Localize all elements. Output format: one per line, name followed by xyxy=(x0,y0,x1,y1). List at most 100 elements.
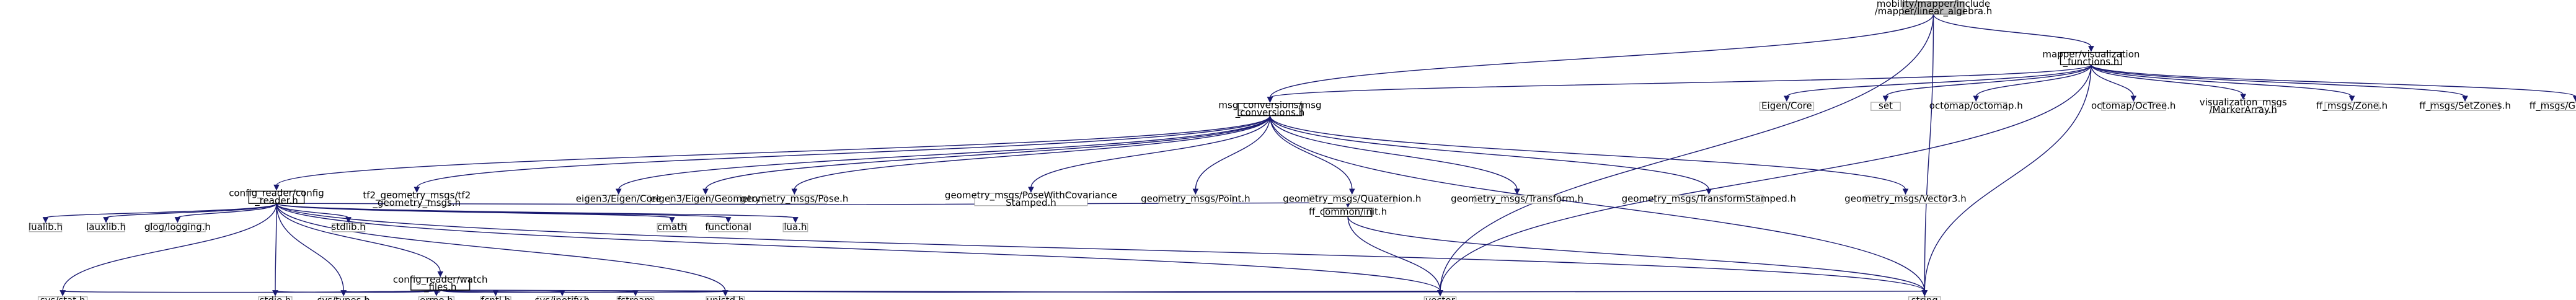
edge-watch-to-unistd xyxy=(440,289,726,293)
node-box-zone xyxy=(2324,102,2379,111)
node-functional: functional xyxy=(705,221,751,232)
node-label-marker-line2: /MarkerArray.h xyxy=(2209,104,2277,115)
edge-vis-to-octree xyxy=(2091,64,2134,97)
node-box-cfg[interactable] xyxy=(248,190,305,204)
node-getzones: ff_msgs/GetZones.h xyxy=(2530,100,2576,112)
node-box-cmath xyxy=(657,223,688,232)
edge-vis-to-setzones xyxy=(2091,64,2466,97)
node-box-vector xyxy=(1423,296,1457,300)
node-box-functional xyxy=(708,223,749,232)
node-vis[interactable]: mapper/visualization_functions.h xyxy=(2042,49,2140,68)
edge-cfg-to-glog xyxy=(177,203,277,219)
node-ffinit[interactable]: ff_common/init.h xyxy=(1309,206,1387,218)
edge-ffinit-to-vector xyxy=(1347,216,1441,291)
node-box-string xyxy=(1908,296,1941,300)
node-label-zone-line1: ff_msgs/Zone.h xyxy=(2316,100,2388,112)
arrowhead-cfg-to-lualib xyxy=(42,217,49,223)
node-box-glog xyxy=(149,223,206,232)
edge-msgconv-to-tfms xyxy=(1269,115,1710,190)
node-label-stdlib-line1: stdlib.h xyxy=(331,221,365,232)
arrowhead-msgconv-to-quat xyxy=(1348,188,1355,195)
edge-vis-to-string xyxy=(1924,64,2092,291)
arrowhead-msgconv-to-eiggeo xyxy=(702,188,709,195)
node-string: string xyxy=(1908,294,1941,300)
edge-msgconv-to-tfm xyxy=(1269,115,1518,190)
node-cfg[interactable]: config_reader/config_reader.h xyxy=(229,187,324,206)
node-box-msgconv[interactable] xyxy=(1237,103,1303,117)
node-box-root xyxy=(1902,1,1965,15)
edge-vis-to-getzones xyxy=(2091,64,2576,97)
node-label-vis-line1: mapper/visualization xyxy=(2042,49,2140,60)
arrowhead-cfg-to-lauxlib xyxy=(103,217,109,223)
arrowhead-msgconv-to-eigcore1 xyxy=(615,188,622,195)
edges-layer xyxy=(42,14,2576,296)
node-label-watch-line2: _files.h xyxy=(423,281,456,293)
arrowhead-cfg-to-cmath xyxy=(669,217,675,223)
arrowhead-msgconv-to-point xyxy=(1192,188,1199,195)
node-box-inotify xyxy=(536,296,588,300)
arrowhead-msgconv-to-tf2 xyxy=(414,187,420,193)
node-box-lualib xyxy=(29,223,63,232)
node-lauxlib: lauxlib.h xyxy=(86,221,126,232)
node-box-lua xyxy=(782,223,808,232)
node-label-cfg-line1: config_reader/config xyxy=(229,187,324,199)
node-label-ffinit-line1: ff_common/init.h xyxy=(1309,206,1387,218)
node-box-octree xyxy=(2101,102,2166,111)
node-label-lua-line1: lua.h xyxy=(784,221,807,232)
edge-vis-to-eigcore2 xyxy=(1786,64,2092,97)
node-tfm: geometry_msgs/Transform.h xyxy=(1451,193,1583,205)
node-label-tfms-line1: geometry_msgs/TransformStamped.h xyxy=(1622,193,1796,205)
node-box-unistd xyxy=(706,296,745,300)
node-box-tfms xyxy=(1653,195,1764,204)
node-fcntl: fcntl.h xyxy=(480,294,511,300)
edge-msgconv-to-string xyxy=(1269,115,1925,291)
node-msgconv[interactable]: msg_conversions/msg_conversions.h xyxy=(1218,100,1321,119)
arrowhead-cfg-to-glog xyxy=(174,217,181,223)
edge-cfg-to-watch xyxy=(276,203,441,273)
node-systypes: sys/types.h xyxy=(317,294,370,300)
edge-root-to-vector xyxy=(1440,14,1934,291)
node-tfms: geometry_msgs/TransformStamped.h xyxy=(1622,193,1796,205)
node-box-ffinit[interactable] xyxy=(1323,208,1373,217)
node-box-errno xyxy=(418,296,455,300)
node-box-watch[interactable] xyxy=(410,277,471,291)
arrowhead-vis-to-marker xyxy=(2240,94,2247,100)
arrowhead-ffinit-to-vector xyxy=(1437,290,1443,296)
arrowhead-vis-to-zone xyxy=(2348,95,2355,102)
node-box-fcntl xyxy=(480,296,511,300)
node-box-marker xyxy=(2210,100,2277,113)
node-box-vis[interactable] xyxy=(2060,51,2122,66)
arrowhead-cfg-to-lua xyxy=(792,217,799,223)
node-sysstat: sys/stat.h xyxy=(37,294,88,300)
edge-root-to-vis xyxy=(1932,14,2092,47)
edge-cfg-to-lualib xyxy=(45,203,277,219)
node-watch[interactable]: config_reader/watch_files.h xyxy=(393,274,488,293)
node-label-msgconv-line2: _conversions.h xyxy=(1235,107,1304,119)
node-label-fcntl-line1: fcntl.h xyxy=(481,294,510,300)
edge-vis-to-marker xyxy=(2091,64,2244,95)
arrowhead-msgconv-to-cfg xyxy=(273,184,280,191)
edge-msgconv-to-eiggeo xyxy=(705,115,1271,190)
arrowhead-vis-to-msgconv xyxy=(1267,97,1273,103)
arrowhead-cfg-to-watch xyxy=(437,271,444,278)
node-label-vector-line1: vector xyxy=(1425,294,1455,300)
arrowhead-vis-to-octree xyxy=(2130,95,2137,102)
edge-root-to-msgconv xyxy=(1269,14,1934,98)
arrowhead-watch-to-sysstat xyxy=(60,290,66,296)
edge-cfg-to-lua xyxy=(276,203,796,219)
node-set: set xyxy=(1870,100,1901,112)
node-cmath: cmath xyxy=(657,221,688,232)
node-box-set xyxy=(1870,102,1901,111)
arrowhead-ffinit-to-string xyxy=(1921,290,1928,296)
node-box-posecov xyxy=(974,193,1088,206)
node-unistd: unistd.h xyxy=(706,294,745,300)
node-root: mobility/mapper/include/mapper/linear_al… xyxy=(1875,0,1993,17)
node-label-eigcore2-line1: Eigen/Core xyxy=(1761,100,1812,112)
node-eigcore1: eigen3/Eigen/Core xyxy=(576,193,662,205)
node-label-watch-line1: config_reader/watch xyxy=(393,274,488,286)
edge-msgconv-to-eigcore1 xyxy=(618,115,1271,190)
node-box-sysstat xyxy=(37,296,88,300)
node-lua: lua.h xyxy=(782,221,808,232)
arrowhead-vis-to-set xyxy=(1882,95,1889,102)
node-label-errno-line1: errno.h xyxy=(420,294,453,300)
